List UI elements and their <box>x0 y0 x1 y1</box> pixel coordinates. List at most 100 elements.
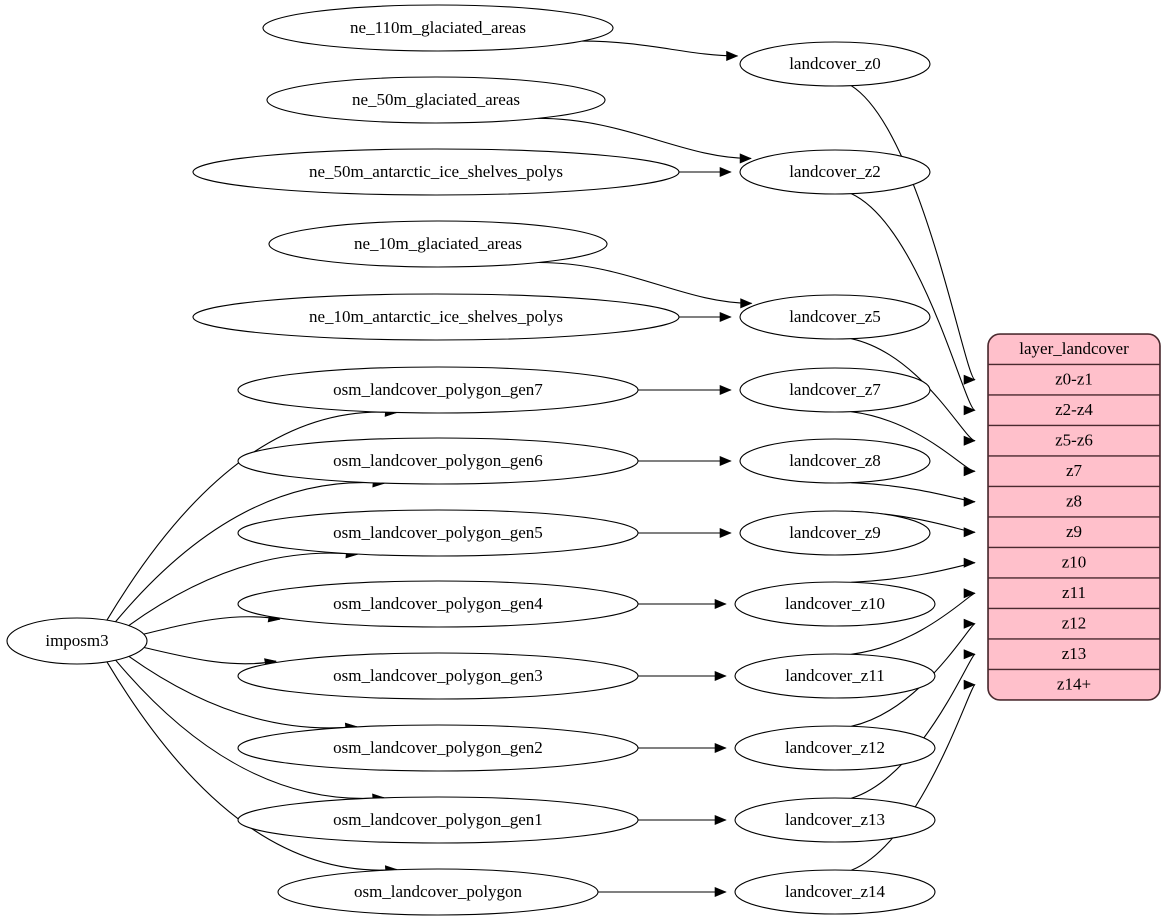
dataset-node-osm_landcover_polygon_gen4[interactable]: osm_landcover_polygon_gen4 <box>237 580 639 628</box>
node-label: ne_50m_glaciated_areas <box>352 90 520 109</box>
node-ellipse <box>277 868 599 916</box>
edge-landcover_z13-to-z13 <box>851 653 976 799</box>
landcover-node-landcover_z14[interactable]: landcover_z14 <box>734 869 936 915</box>
dataset-node-ne_50m_antarctic_ice_shelves_polys[interactable]: ne_50m_antarctic_ice_shelves_polys <box>192 148 680 196</box>
edge-arrowhead <box>963 649 976 660</box>
edge-arrowhead <box>963 679 976 690</box>
dataset-node-ne_50m_glaciated_areas[interactable]: ne_50m_glaciated_areas <box>266 76 606 124</box>
node-ellipse <box>268 220 608 268</box>
edge-arrowhead <box>739 153 752 164</box>
node-label: ne_110m_glaciated_areas <box>350 18 526 37</box>
node-label: osm_landcover_polygon_gen4 <box>333 594 543 613</box>
landcover-node-landcover_z10[interactable]: landcover_z10 <box>734 581 936 627</box>
node-ellipse <box>237 796 639 844</box>
node-ellipse <box>6 617 148 665</box>
dataset-node-osm_landcover_polygon_gen1[interactable]: osm_landcover_polygon_gen1 <box>237 796 639 844</box>
node-ellipse <box>739 41 931 87</box>
edge-arrowhead <box>740 298 753 309</box>
source-node-imposm3[interactable]: imposm3 <box>6 617 148 665</box>
edge-arrowhead <box>714 742 727 754</box>
node-ellipse <box>237 509 639 557</box>
node-label: osm_landcover_polygon_gen2 <box>333 738 543 757</box>
table-row-z0-z1[interactable] <box>988 363 1160 396</box>
dataset-node-ne_10m_antarctic_ice_shelves_polys[interactable]: ne_10m_antarctic_ice_shelves_polys <box>192 293 680 341</box>
table-row-label: z0-z1 <box>1055 370 1093 389</box>
dataset-node-osm_landcover_polygon_gen7[interactable]: osm_landcover_polygon_gen7 <box>237 366 639 414</box>
node-label: landcover_z14 <box>785 882 886 901</box>
node-label: landcover_z10 <box>785 594 885 613</box>
landcover-node-landcover_z13[interactable]: landcover_z13 <box>734 797 936 843</box>
dataset-node-ne_110m_glaciated_areas[interactable]: ne_110m_glaciated_areas <box>262 4 614 52</box>
table-row-z13[interactable] <box>988 638 1160 671</box>
edge-landcover_z14-to-z14+ <box>851 684 976 871</box>
node-ellipse <box>237 652 639 700</box>
node-label: ne_10m_glaciated_areas <box>354 234 522 253</box>
landcover-node-landcover_z8[interactable]: landcover_z8 <box>739 438 931 484</box>
edge-ne_10m_glaciated_areas-to-landcover_z5 <box>538 261 752 304</box>
node-ellipse <box>262 4 614 52</box>
landcover-node-landcover_z7[interactable]: landcover_z7 <box>739 367 931 413</box>
edge-landcover_z11-to-z11 <box>851 592 976 655</box>
node-label: landcover_z0 <box>789 54 881 73</box>
edge-arrowhead <box>714 670 727 682</box>
table-row-label: z9 <box>1066 522 1082 541</box>
node-label: landcover_z13 <box>785 810 885 829</box>
edge-ne_110m_glaciated_areas-to-landcover_z0 <box>582 40 738 57</box>
landcover-node-landcover_z12[interactable]: landcover_z12 <box>734 725 936 771</box>
table-header-cell <box>988 334 1160 366</box>
table-row-z10[interactable] <box>988 546 1160 579</box>
node-ellipse <box>192 148 680 196</box>
node-label: osm_landcover_polygon <box>354 882 523 901</box>
node-ellipse <box>734 797 936 843</box>
table-row-label: z13 <box>1062 644 1087 663</box>
table-row-z12[interactable] <box>988 607 1160 640</box>
edge-imposm3-to-osm_landcover_polygon_gen1 <box>115 659 384 799</box>
node-ellipse <box>237 437 639 485</box>
nodes-layer: ne_110m_glaciated_areas ne_50m_glaciated_… <box>6 4 936 916</box>
edge-arrowhead <box>719 455 732 467</box>
dataset-node-ne_10m_glaciated_areas[interactable]: ne_10m_glaciated_areas <box>268 220 608 268</box>
edge-arrowhead <box>963 405 976 416</box>
node-ellipse <box>237 580 639 628</box>
dataset-node-osm_landcover_polygon[interactable]: osm_landcover_polygon <box>277 868 599 916</box>
node-ellipse <box>734 581 936 627</box>
dataset-node-osm_landcover_polygon_gen5[interactable]: osm_landcover_polygon_gen5 <box>237 509 639 557</box>
node-label: osm_landcover_polygon_gen7 <box>333 380 543 399</box>
edge-landcover_z2-to-z2-z4 <box>851 193 976 411</box>
dataset-node-osm_landcover_polygon_gen2[interactable]: osm_landcover_polygon_gen2 <box>237 724 639 772</box>
node-ellipse <box>237 366 639 414</box>
edge-arrowhead <box>963 557 976 568</box>
edge-arrowhead <box>714 598 727 610</box>
node-ellipse <box>739 294 931 340</box>
edge-arrowhead <box>719 311 732 323</box>
table-row-z8[interactable] <box>988 485 1160 518</box>
edge-imposm3-to-osm_landcover_polygon_gen5 <box>128 552 358 626</box>
edge-arrowhead <box>963 496 976 507</box>
landcover-node-landcover_z9[interactable]: landcover_z9 <box>739 510 931 556</box>
node-ellipse <box>237 724 639 772</box>
node-label: landcover_z8 <box>789 451 881 470</box>
node-label: ne_10m_antarctic_ice_shelves_polys <box>309 307 563 326</box>
node-ellipse <box>192 293 680 341</box>
landcover-node-landcover_z11[interactable]: landcover_z11 <box>734 653 936 699</box>
dataset-node-osm_landcover_polygon_gen6[interactable]: osm_landcover_polygon_gen6 <box>237 437 639 485</box>
landcover-node-landcover_z5[interactable]: landcover_z5 <box>739 294 931 340</box>
edge-arrowhead <box>719 384 732 396</box>
node-label: landcover_z9 <box>789 523 881 542</box>
edge-imposm3-to-osm_landcover_polygon_gen4 <box>143 616 280 635</box>
node-ellipse <box>739 367 931 413</box>
edge-ne_50m_glaciated_areas-to-landcover_z2 <box>537 117 752 160</box>
dataset-node-osm_landcover_polygon_gen3[interactable]: osm_landcover_polygon_gen3 <box>237 652 639 700</box>
node-label: ne_50m_antarctic_ice_shelves_polys <box>309 162 563 181</box>
node-label: imposm3 <box>45 631 108 650</box>
node-ellipse <box>734 869 936 915</box>
edge-landcover_z0-to-z0-z1 <box>850 85 976 381</box>
table-row-z14plus[interactable] <box>988 668 1160 701</box>
landcover-node-landcover_z0[interactable]: landcover_z0 <box>739 41 931 87</box>
node-ellipse <box>739 149 931 195</box>
edge-arrowhead <box>963 466 976 477</box>
edge-arrowhead <box>963 618 976 629</box>
landcover-node-landcover_z2[interactable]: landcover_z2 <box>739 149 931 195</box>
table-row-label: z5-z6 <box>1055 431 1093 450</box>
